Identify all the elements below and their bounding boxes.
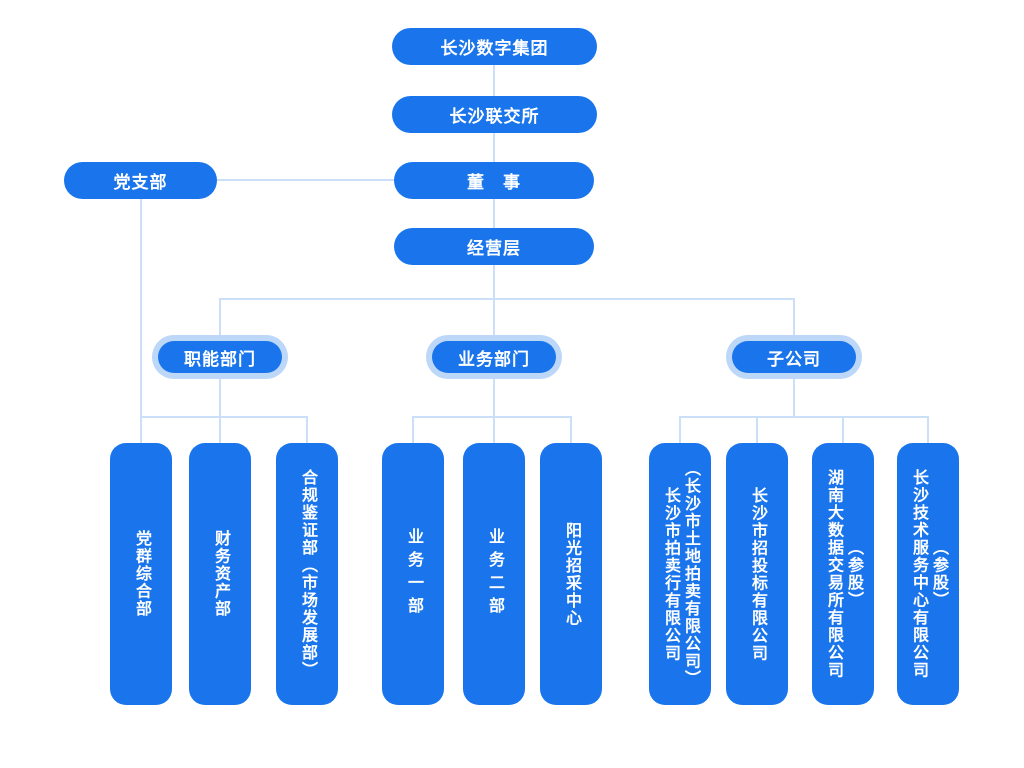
node-label: 合规鉴证部（市场发展部） (299, 469, 316, 679)
node-board-of-directors: 董 事 (394, 162, 594, 199)
node-label: （参股） (930, 539, 947, 609)
node-label: 长沙市拍卖行有限公司 (662, 486, 679, 662)
node-label: 阳光招采中心 (563, 521, 580, 627)
node-label: 长沙市招投标有限公司 (749, 486, 766, 662)
node-sunshine-procurement-center: 阳光招采中心 (540, 443, 602, 705)
node-business-departments-label: 业务部门 (432, 341, 556, 373)
connector (412, 416, 414, 443)
node-management-level: 经营层 (394, 228, 594, 265)
node-label: （长沙市土地拍卖有限公司） (682, 460, 699, 688)
connector (493, 199, 495, 228)
connector (493, 65, 495, 96)
connector (306, 416, 308, 443)
node-auction-company: （长沙市土地拍卖有限公司） 长沙市拍卖行有限公司 (649, 443, 711, 705)
connector (679, 416, 681, 443)
node-finance-assets-dept: 财务资产部 (189, 443, 251, 705)
node-functional-departments-label: 职能部门 (158, 341, 282, 373)
node-functional-departments: 职能部门 (152, 335, 288, 379)
connector (217, 179, 394, 181)
connector (756, 416, 758, 443)
node-business-dept-1: 业务一部 (382, 443, 444, 705)
node-label: 业务一部 (405, 528, 422, 620)
connector (493, 133, 495, 162)
node-party-branch: 党支部 (64, 162, 217, 199)
node-label: 湖南大数据交易所有限公司 (825, 469, 842, 679)
connector (140, 199, 142, 443)
node-subsidiaries: 子公司 (726, 335, 862, 379)
connector (412, 416, 572, 418)
connector (493, 265, 495, 298)
connector (679, 416, 929, 418)
connector (570, 416, 572, 443)
node-label: 财务资产部 (212, 530, 229, 618)
node-label: （参股） (845, 539, 862, 609)
node-business-dept-2: 业务二部 (463, 443, 525, 705)
node-bidding-company: 长沙市招投标有限公司 (726, 443, 788, 705)
node-label: 党群综合部 (133, 530, 150, 618)
node-compliance-attestation-dept: 合规鉴证部（市场发展部） (276, 443, 338, 705)
node-changsha-digital-group: 长沙数字集团 (392, 28, 597, 65)
node-label: 业务二部 (486, 528, 503, 620)
connector (140, 416, 307, 418)
node-hunan-bigdata-exchange: （参股） 湖南大数据交易所有限公司 (812, 443, 874, 705)
node-label: 长沙技术服务中心有限公司 (910, 469, 927, 679)
connector (219, 298, 795, 300)
connector (842, 416, 844, 443)
connector (927, 416, 929, 443)
node-tech-service-center: （参股） 长沙技术服务中心有限公司 (897, 443, 959, 705)
node-changsha-united-exchange: 长沙联交所 (392, 96, 597, 133)
node-business-departments: 业务部门 (426, 335, 562, 379)
node-party-mass-dept: 党群综合部 (110, 443, 172, 705)
node-subsidiaries-label: 子公司 (732, 341, 856, 373)
